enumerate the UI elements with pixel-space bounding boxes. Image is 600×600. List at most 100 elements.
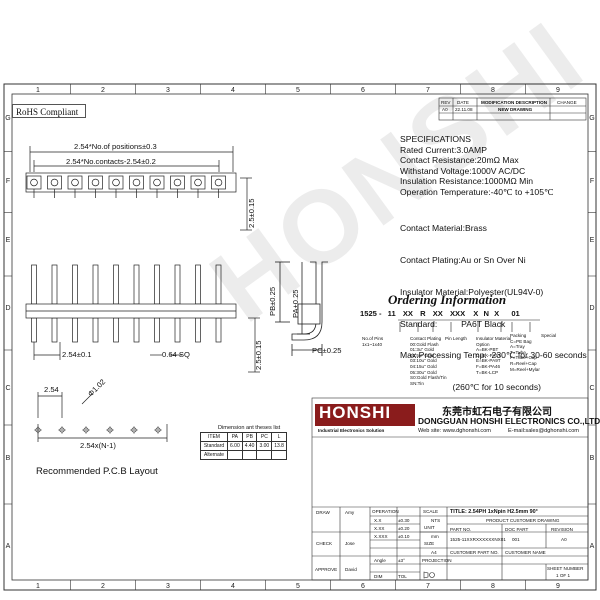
tb-scale: SCALE — [423, 509, 439, 514]
border-row-label: A — [6, 543, 11, 550]
company-logo-sub: Industrial Electronics Solution — [318, 428, 385, 433]
ordering-special: Special — [541, 333, 557, 338]
border-col-label: 3 — [166, 583, 170, 590]
dim-list-title: Dimension ant theses list — [218, 425, 281, 431]
material-line: Insulator Material:Polyester(UL94V-0) — [400, 286, 544, 297]
tb-draw-by: Amy — [345, 510, 355, 515]
pin-leg — [154, 317, 160, 343]
material-line: Contact Plating:Au or Sn Over Ni — [400, 254, 526, 265]
code-part: R — [420, 309, 426, 318]
pin-top — [30, 178, 38, 187]
dim-pitch: 2.54±0.1 — [62, 350, 92, 359]
tb-sheet: SHEET NUMBER — [547, 566, 584, 571]
spec-line: Operation Temperature:-40℃ to +105℃ — [400, 186, 554, 197]
pin-top — [71, 178, 79, 187]
border-col-label: 7 — [426, 87, 430, 94]
specifications: SPECIFICATIONS Rated Current:3.0AMP Cont… — [400, 134, 554, 198]
border-row-label: F — [590, 178, 594, 185]
dim-cell — [271, 450, 287, 460]
code-part: XXX — [449, 309, 466, 318]
dim-cell — [227, 450, 243, 460]
tb-draw: DRAW — [316, 510, 330, 515]
border-col-label: 5 — [296, 87, 300, 94]
border-col-label: 3 — [166, 87, 170, 94]
tb-scalev: NTS — [431, 518, 441, 523]
tb-tol3v: ±0.10 — [398, 534, 410, 539]
tb-revision-val: A0 — [561, 537, 567, 542]
dim-cell: Alternate — [200, 450, 228, 460]
code-part: N — [483, 309, 489, 318]
tb-revision: REVISION — [551, 527, 573, 532]
pcb-caption: Recommended P.C.B Layout — [36, 466, 158, 477]
dim-pa: PA±0.25 — [291, 289, 300, 318]
ordering-no-pins: No.of Pins 1x1~1x40 — [362, 336, 384, 347]
rev-header-change: CHANGE — [557, 100, 577, 105]
side-view — [275, 261, 328, 356]
tb-customer-name: CUSTOMER NAME — [505, 550, 546, 555]
company-logo: HONSHI — [319, 403, 392, 422]
border-row-label: C — [589, 385, 594, 392]
rev-row-desc: NEW DRAWING — [498, 107, 533, 112]
tb-dim: DIM — [374, 574, 383, 579]
border-row-label: B — [590, 455, 595, 462]
honshi-logo-box — [315, 404, 415, 426]
pin-leg — [92, 317, 99, 343]
pcb-layout — [34, 392, 168, 442]
dim-header: PB — [241, 432, 258, 442]
ordering-code: 1525 - 11 XX R XX XXX X N X 01 — [360, 309, 520, 318]
tb-anglev: ±3° — [398, 558, 405, 563]
dim-header: PA — [227, 432, 243, 442]
border-col-label: 1 — [36, 87, 40, 94]
pin-body — [72, 264, 78, 305]
pin-body — [174, 264, 181, 305]
border-col-label: 1 — [36, 583, 40, 590]
border-col-label: 7 — [426, 583, 430, 590]
pin-leg — [215, 317, 222, 343]
rev-header-date: DATE — [457, 100, 469, 105]
tb-tol3: X.XXX — [374, 534, 388, 539]
dim-header: ITEM — [200, 432, 228, 442]
tb-part-no: PART NO. — [450, 527, 472, 532]
border-row-label: F — [6, 178, 10, 185]
border-col-label: 2 — [101, 87, 105, 94]
ordering-packing: Packing C=PE Bag A=Tray T=Tube F=Tube+Ca… — [510, 333, 540, 372]
spec-heading: SPECIFICATIONS — [400, 134, 471, 144]
pin-body — [92, 264, 99, 305]
pin-top — [91, 178, 100, 187]
top-view — [25, 146, 252, 231]
company-name-cn: 东莞市虹石电子有限公司 — [442, 407, 552, 418]
tb-unitv: mm — [431, 534, 439, 539]
pin-top — [194, 178, 202, 187]
tb-sheet-val: 1 OF 1 — [556, 573, 571, 578]
border-col-label: 8 — [491, 87, 495, 94]
border-row-label: D — [5, 305, 10, 312]
pin-top — [112, 178, 120, 187]
border-col-label: 2 — [101, 583, 105, 590]
company-name-en: DONGGUAN HONSHI ELECTRONICS CO.,LTD — [418, 416, 600, 426]
border-col-label: 4 — [231, 87, 235, 94]
tb-tol2: X.XX — [374, 526, 385, 531]
spec-line: Rated Current:3.0AMP — [400, 144, 487, 155]
pin-body — [31, 264, 37, 305]
pin-body — [154, 264, 160, 305]
material-line: Contact Material:Brass — [400, 223, 487, 234]
rev-row-date: 22.11.08 — [455, 107, 473, 112]
dim-pb: PB±0.25 — [268, 286, 277, 316]
tb-doc-part: DOC PART — [505, 527, 529, 532]
rev-row-rev: A0 — [442, 107, 448, 112]
tb-sizev: A4 — [431, 550, 437, 555]
tb-check-by: Jose — [345, 541, 355, 546]
border-row-label: E — [590, 237, 595, 244]
ordering-leaders — [398, 319, 540, 332]
tb-approve-by: David — [345, 567, 357, 572]
projection-symbol — [423, 571, 435, 579]
pin-leg — [195, 317, 201, 343]
border-row-label: E — [6, 237, 11, 244]
tb-angle: Angle — [374, 558, 386, 563]
pin-top — [132, 178, 141, 187]
tb-part-no-val: 1525-11XXRXXXXXXNX01 — [450, 537, 506, 542]
dim-cell — [256, 450, 273, 460]
pin-leg — [133, 317, 140, 343]
dim-pc: PC±0.25 — [312, 346, 342, 355]
border-row-label: C — [5, 385, 10, 392]
